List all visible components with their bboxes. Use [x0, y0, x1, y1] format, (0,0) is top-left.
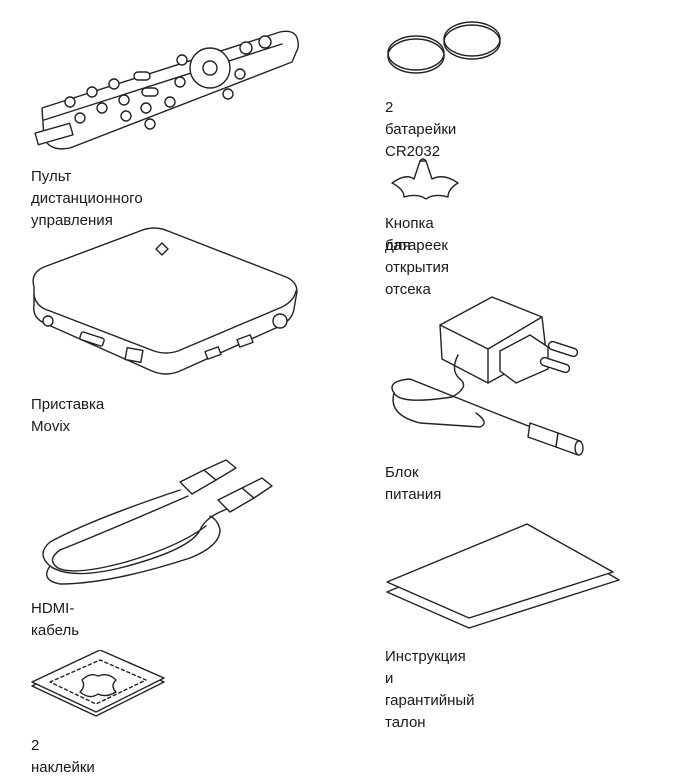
batteries-caption: 2 батарейки CR2032: [385, 99, 457, 160]
stickers-caption: 2 наклейки: [31, 737, 95, 776]
device-caption: Приставка Movix: [31, 396, 105, 435]
remote-caption: Пульт дистанционного управления: [31, 168, 143, 229]
battery-opener-caption-line2: батареек: [385, 237, 448, 254]
coin-batteries-icon: [380, 20, 520, 80]
stickers-icon: [30, 650, 170, 720]
documents-icon: [385, 520, 625, 630]
remote-control-icon: [30, 20, 310, 160]
power-adapter-icon: [380, 295, 600, 465]
hdmi-cable-icon: [30, 450, 280, 590]
battery-opener-caption-line1: Кнопка для открытия отсека: [385, 215, 449, 298]
power-caption: Блок питания: [385, 464, 442, 503]
manual-caption: Инструкция и гарантийный талон: [385, 648, 475, 731]
set-top-box-icon: [30, 225, 310, 385]
hdmi-caption: HDMI-кабель: [31, 600, 80, 639]
battery-opener-icon: [386, 155, 466, 205]
